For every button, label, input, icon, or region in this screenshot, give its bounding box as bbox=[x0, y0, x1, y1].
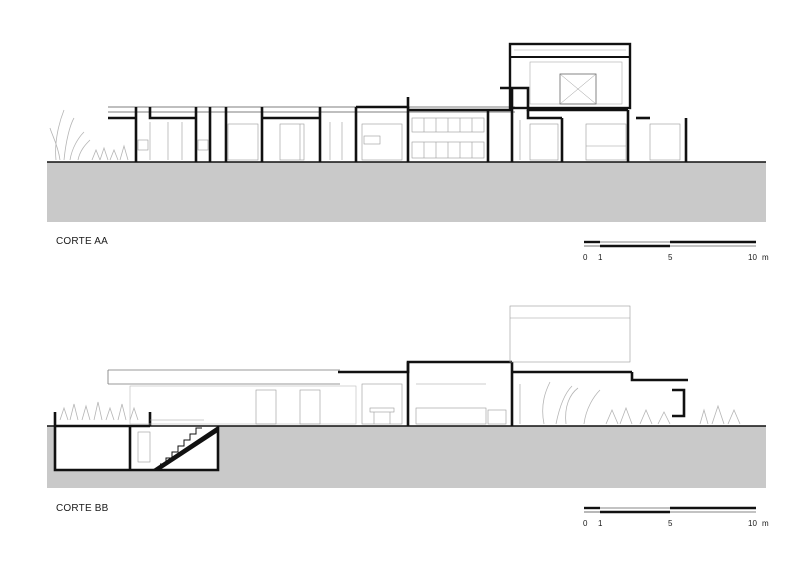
section-aa-drawing bbox=[47, 42, 766, 222]
scale-bar-aa bbox=[584, 240, 756, 248]
section-bb-drawing bbox=[47, 305, 766, 488]
section-bb-roof bbox=[107, 369, 357, 425]
scale-bb-unit: m bbox=[762, 519, 769, 528]
scale-bb-tick-5: 5 bbox=[668, 519, 673, 528]
scale-aa-tick-0: 0 bbox=[583, 253, 588, 262]
scale-aa-unit: m bbox=[762, 253, 769, 262]
section-bb-upper-block bbox=[509, 305, 631, 363]
section-bb-ground bbox=[47, 426, 766, 488]
section-aa-interior-details bbox=[137, 117, 681, 161]
scale-aa-tick-1: 1 bbox=[598, 253, 603, 262]
section-bb-title: CORTE BB bbox=[56, 503, 109, 514]
section-aa-title: CORTE AA bbox=[56, 236, 108, 247]
section-bb-walls bbox=[338, 360, 688, 426]
section-aa-upper-block bbox=[508, 42, 632, 110]
section-bb-vegetation bbox=[59, 381, 741, 425]
scale-aa-tick-10: 10 bbox=[748, 253, 757, 262]
section-bb-interior-details bbox=[255, 383, 521, 425]
scale-bar-bb bbox=[584, 506, 756, 514]
section-aa-walls bbox=[134, 86, 688, 162]
section-bb-stair bbox=[152, 426, 218, 470]
scale-aa-tick-5: 5 bbox=[668, 253, 673, 262]
section-bb-basement bbox=[53, 412, 220, 472]
scale-bb-tick-10: 10 bbox=[748, 519, 757, 528]
scale-bb-tick-0: 0 bbox=[583, 519, 588, 528]
section-aa-ground bbox=[47, 162, 766, 222]
scale-bb-tick-1: 1 bbox=[598, 519, 603, 528]
section-aa-vegetation bbox=[49, 109, 129, 161]
